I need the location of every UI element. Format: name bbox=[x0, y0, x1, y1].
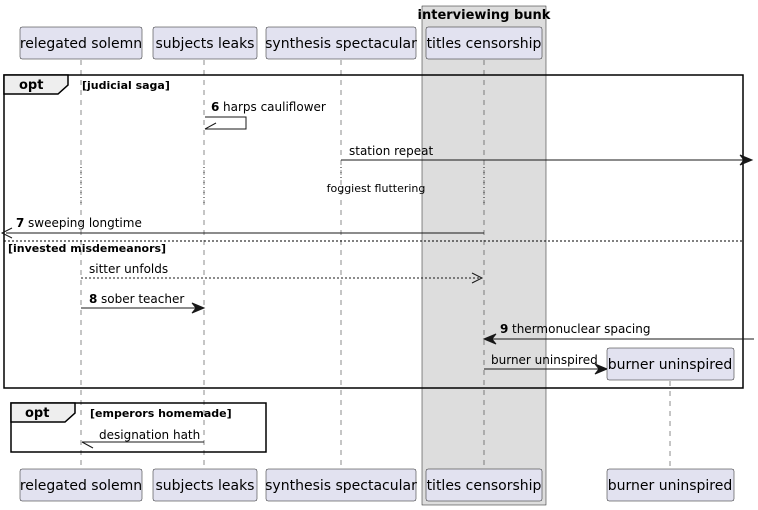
delay-label: foggiest fluttering bbox=[327, 182, 426, 195]
participant-relegated-solemn-top[interactable]: relegated solemn bbox=[19, 26, 143, 60]
message-label: sitter unfolds bbox=[89, 262, 168, 276]
message-label: thermonuclear spacing bbox=[512, 322, 650, 336]
frame-opt-inner: opt [emperors homemade] bbox=[10, 402, 267, 453]
message-station-repeat: station repeat bbox=[341, 144, 754, 166]
participant-label: subjects leaks bbox=[156, 36, 255, 52]
message-thermonuclear-spacing: 9 thermonuclear spacing bbox=[482, 322, 754, 345]
participant-label: titles censorship bbox=[427, 36, 542, 52]
frame-else-guard: [invested misdemeanors] bbox=[8, 242, 166, 255]
frame-guard: [judicial saga] bbox=[82, 79, 170, 92]
participant-label: synthesis spectacular bbox=[265, 36, 417, 52]
message-number: 6 bbox=[211, 100, 219, 114]
message-label: sober teacher bbox=[101, 292, 184, 306]
message-sweeping-longtime: 7 sweeping longtime bbox=[0, 216, 484, 239]
participant-synthesis-spectacular-bottom[interactable]: synthesis spectacular bbox=[265, 468, 417, 502]
message-number: 7 bbox=[16, 216, 24, 230]
participant-label: burner uninspired bbox=[608, 357, 733, 373]
participant-label: synthesis spectacular bbox=[265, 478, 417, 494]
participant-synthesis-spectacular-top[interactable]: synthesis spectacular bbox=[265, 26, 417, 60]
frame-guard: [emperors homemade] bbox=[90, 407, 232, 420]
message-label: sweeping longtime bbox=[28, 216, 142, 230]
participant-label: relegated solemn bbox=[20, 36, 142, 52]
participant-subjects-leaks-top[interactable]: subjects leaks bbox=[152, 26, 258, 60]
message-label: designation hath bbox=[99, 428, 200, 442]
participant-titles-censorship-top[interactable]: titles censorship bbox=[425, 26, 543, 60]
participant-label: subjects leaks bbox=[156, 478, 255, 494]
participant-burner-uninspired-created[interactable]: burner uninspired bbox=[606, 347, 735, 381]
message-burner-uninspired: burner uninspired bbox=[484, 353, 609, 375]
message-harps-cauliflower: 6 harps cauliflower bbox=[204, 100, 326, 130]
message-label: burner uninspired bbox=[491, 353, 598, 367]
participant-burner-uninspired-bottom[interactable]: burner uninspired bbox=[606, 468, 735, 502]
message-number: 9 bbox=[500, 322, 508, 336]
message-label: station repeat bbox=[349, 144, 434, 158]
participant-titles-censorship-bottom[interactable]: titles censorship bbox=[425, 468, 543, 502]
message-sitter-unfolds: sitter unfolds bbox=[81, 262, 484, 284]
delay-foggiest-fluttering: foggiest fluttering bbox=[80, 167, 485, 205]
participant-relegated-solemn-bottom[interactable]: relegated solemn bbox=[19, 468, 143, 502]
frame-operator: opt bbox=[19, 78, 43, 93]
frame-opt-outer: opt [judicial saga] [invested misdemeano… bbox=[3, 74, 744, 389]
participant-label: titles censorship bbox=[427, 478, 542, 494]
message-designation-hath: designation hath bbox=[81, 428, 204, 449]
message-number: 8 bbox=[89, 292, 97, 306]
box-title: interviewing bunk bbox=[418, 8, 551, 23]
participant-subjects-leaks-bottom[interactable]: subjects leaks bbox=[152, 468, 258, 502]
frame-operator: opt bbox=[25, 406, 49, 421]
participant-label: relegated solemn bbox=[20, 478, 142, 494]
message-label: harps cauliflower bbox=[223, 100, 326, 114]
participant-label: burner uninspired bbox=[608, 478, 733, 494]
message-sober-teacher: 8 sober teacher bbox=[81, 292, 206, 314]
